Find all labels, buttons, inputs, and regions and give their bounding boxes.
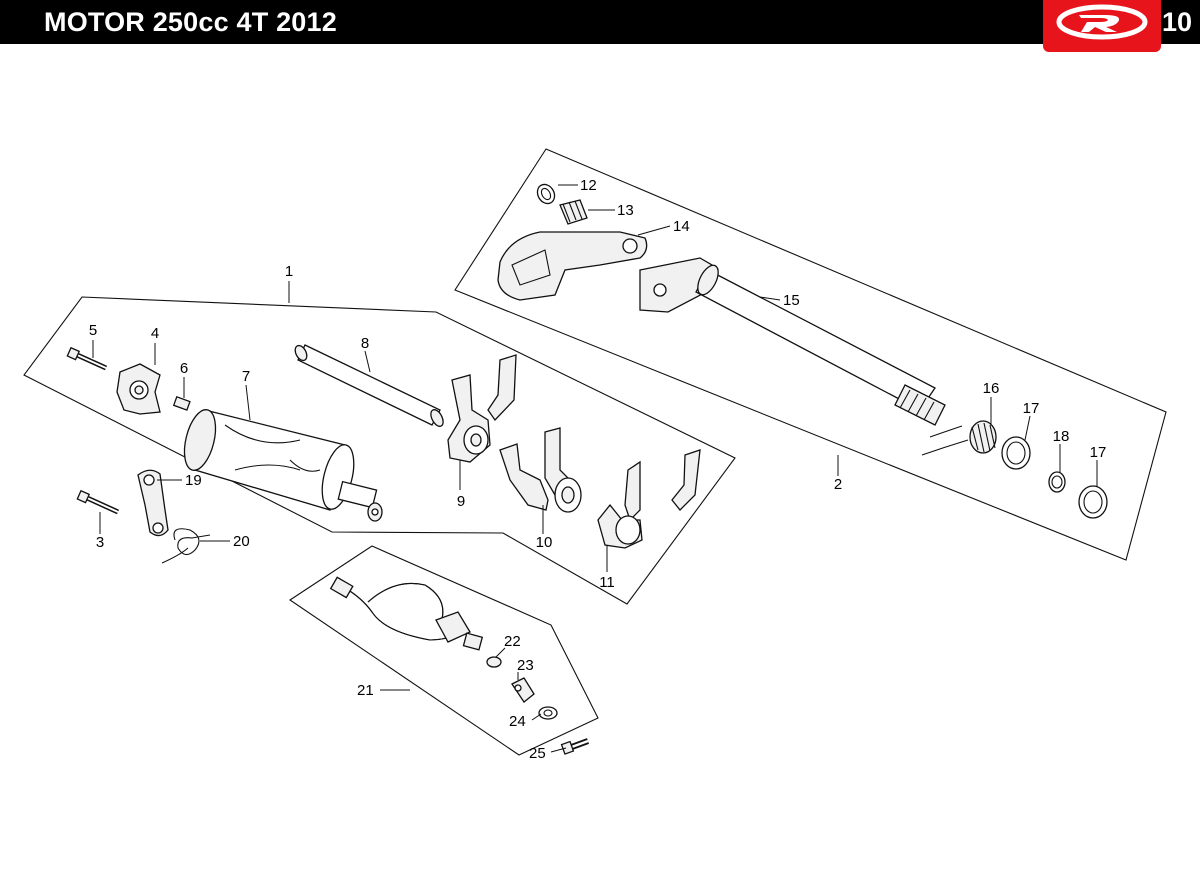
- callout-5: 5: [89, 322, 97, 339]
- frame-selector-drum-group: [23, 296, 736, 605]
- callout-14: 14: [673, 218, 690, 235]
- brand-logo-icon: [1043, 0, 1161, 52]
- callout-17-lower: 17: [1090, 444, 1107, 461]
- leader-lines: [92, 184, 1098, 753]
- part-12-circlip: [536, 183, 556, 205]
- part-18-circlip: [1048, 471, 1066, 493]
- callout-21: 21: [357, 682, 374, 699]
- part-20-return-spring: [161, 528, 211, 564]
- part-16-shaft-spring: [921, 420, 997, 456]
- callout-17-upper: 17: [1023, 400, 1040, 417]
- part-23-connector: [511, 677, 535, 703]
- callout-7: 7: [242, 368, 250, 385]
- page-title: MOTOR 250cc 4T 2012: [44, 7, 337, 37]
- part-17-washer-lower: [1078, 485, 1108, 519]
- callout-1: 1: [285, 263, 293, 280]
- callout-2: 2: [834, 476, 842, 493]
- part-3-bolt: [76, 489, 120, 515]
- part-19-stopper-arm: [137, 469, 169, 537]
- part-14-shift-plate: [497, 231, 648, 301]
- part-9-shift-fork: [447, 354, 517, 463]
- callout-6: 6: [180, 360, 188, 377]
- part-24-washer: [538, 706, 558, 720]
- callout-23: 23: [517, 657, 534, 674]
- part-6-pin: [172, 396, 191, 411]
- callout-13: 13: [617, 202, 634, 219]
- header-bar: MOTOR 250cc 4T 2012: [0, 0, 1200, 44]
- part-5-bolt: [66, 346, 108, 371]
- callout-9: 9: [457, 493, 465, 510]
- part-25-bolt: [560, 738, 590, 755]
- callout-15: 15: [783, 292, 800, 309]
- part-15-shift-shaft: [639, 257, 946, 426]
- part-7-selector-drum: [183, 409, 383, 522]
- callout-20: 20: [233, 533, 250, 550]
- part-8-fork-shaft: [294, 344, 444, 427]
- part-17-washer-upper: [1001, 436, 1031, 470]
- callout-24: 24: [509, 713, 526, 730]
- callout-10: 10: [536, 534, 553, 551]
- part-13-spring: [559, 199, 588, 225]
- page-number: 10: [1162, 7, 1193, 37]
- frame-shift-shaft-group: [454, 148, 1167, 561]
- callout-25: 25: [529, 745, 546, 762]
- frame-wiring-group: [289, 545, 599, 756]
- callout-labels: 1 2 3 4 5 6 7 8 9 10 11 12 13 14 15 16 1…: [89, 177, 1107, 762]
- callout-12: 12: [580, 177, 597, 194]
- part-11-shift-fork: [597, 449, 701, 549]
- part-22-clip: [486, 656, 502, 668]
- part-21-wire-harness: [329, 576, 484, 651]
- callout-18: 18: [1053, 428, 1070, 445]
- part-4-star-plate: [116, 363, 161, 415]
- callout-11: 11: [599, 574, 615, 591]
- callout-22: 22: [504, 633, 521, 650]
- callout-16: 16: [983, 380, 1000, 397]
- callout-19: 19: [185, 472, 202, 489]
- callout-8: 8: [361, 335, 369, 352]
- callout-3: 3: [96, 534, 104, 551]
- brand-logo-graphic: [1056, 4, 1148, 40]
- callout-4: 4: [151, 325, 159, 342]
- part-10-shift-fork: [499, 427, 582, 513]
